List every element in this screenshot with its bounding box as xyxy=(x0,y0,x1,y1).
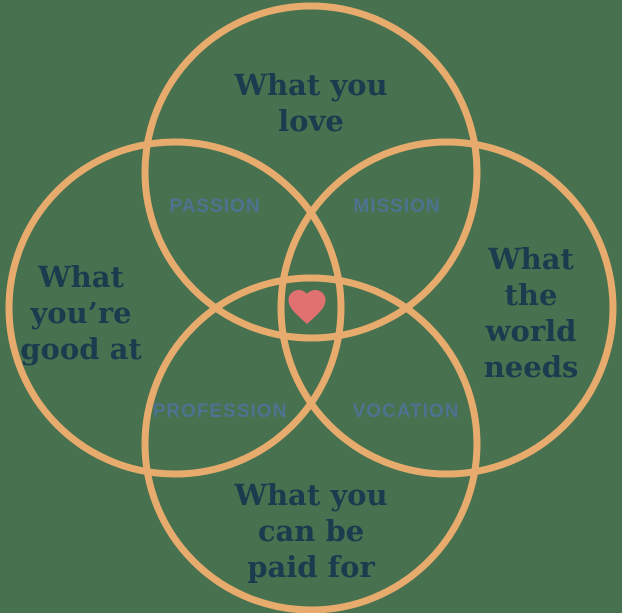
love-circle xyxy=(141,2,481,342)
circle-label-what-the-world-needs: What the world needs xyxy=(483,242,579,384)
overlap-label-profession: PROFESSION xyxy=(152,401,288,422)
overlap-label-vocation: VOCATION xyxy=(352,401,460,422)
world-needs-circle xyxy=(277,138,617,478)
circle-label-what-you-can-be-paid-for: What you can be paid for xyxy=(234,478,388,584)
circle-label-what-youre-good-at: What you’re good at xyxy=(20,260,142,366)
overlap-label-mission: MISSION xyxy=(353,196,441,217)
circle-label-what-you-love: What you love xyxy=(234,68,388,138)
overlap-label-passion: PASSION xyxy=(169,196,261,217)
good-at-circle xyxy=(5,138,345,478)
heart-icon xyxy=(288,290,326,324)
paid-for-circle xyxy=(141,274,481,613)
